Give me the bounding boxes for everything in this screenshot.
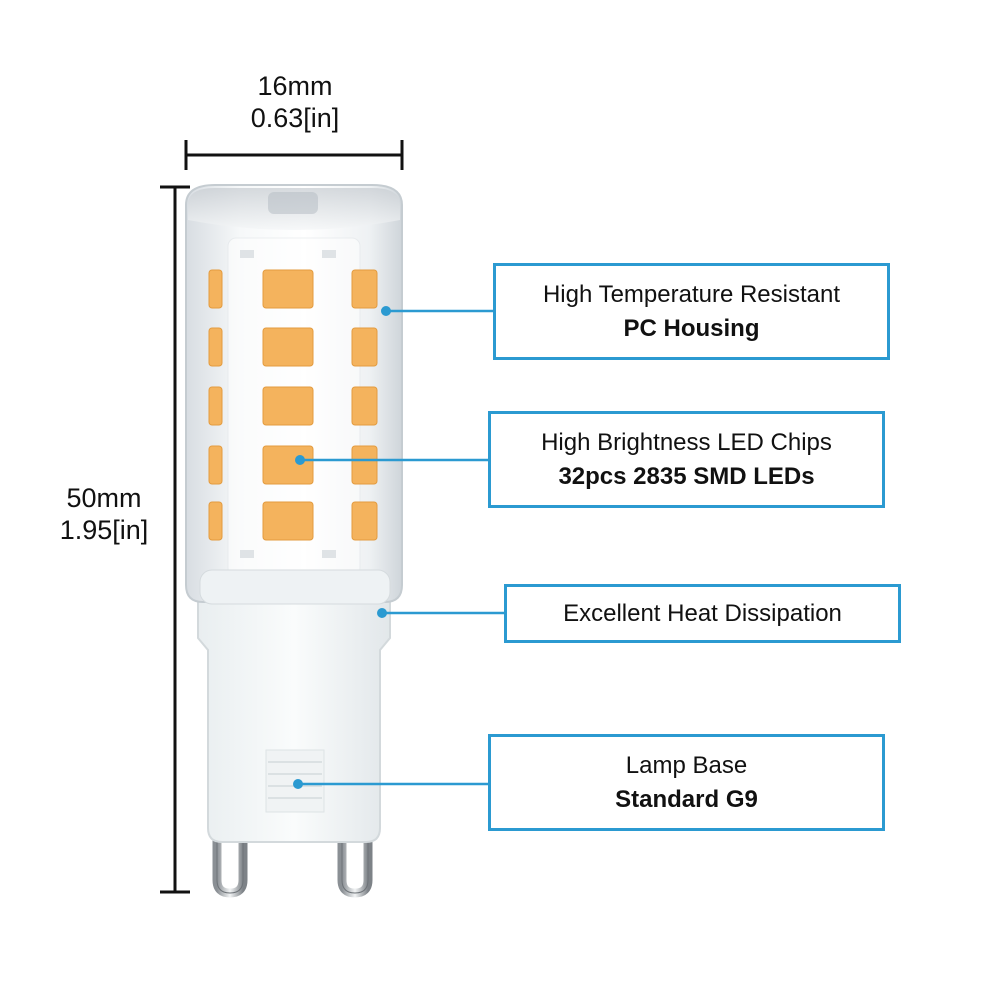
callout-heat-dissipation-line1: Excellent Heat Dissipation (563, 599, 842, 627)
callout-lamp-base-line2: Standard G9 (615, 785, 758, 813)
height-imperial: 1.95[in] (59, 515, 149, 545)
g9-led-bulb-illustration (185, 184, 403, 898)
callout-leader-lines (293, 306, 504, 789)
callout-led-chips-line2: 32pcs 2835 SMD LEDs (558, 462, 815, 490)
callout-housing: High Temperature Resistant PC Housing (493, 263, 890, 360)
lamp-base (197, 599, 391, 843)
callout-led-chips: High Brightness LED Chips 32pcs 2835 SMD… (488, 411, 885, 508)
callout-led-chips-line1: High Brightness LED Chips (541, 428, 832, 456)
right-pin (337, 835, 373, 898)
left-pin (212, 835, 248, 898)
height-dimension-line (160, 185, 190, 894)
height-metric: 50mm (66, 483, 142, 513)
callout-heat-dissipation: Excellent Heat Dissipation (504, 584, 901, 643)
callout-housing-line2: PC Housing (623, 314, 760, 342)
callout-lamp-base-line1: Lamp Base (625, 751, 748, 779)
height-dimension-label: 50mm 1.95[in] (40, 482, 168, 546)
width-metric: 16mm (257, 71, 333, 101)
led-chip-array (208, 269, 378, 541)
callout-housing-line1: High Temperature Resistant (542, 280, 841, 308)
callout-lamp-base: Lamp Base Standard G9 (488, 734, 885, 831)
width-dimension-label: 16mm 0.63[in] (220, 70, 370, 134)
width-dimension-line (184, 140, 404, 170)
width-imperial: 0.63[in] (250, 103, 340, 133)
